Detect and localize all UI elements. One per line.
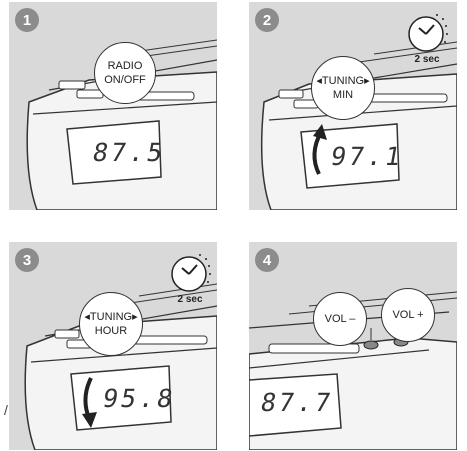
step-2-panel: 2 ◂TUNING▸ MIN 2 sec 97.1: [249, 2, 457, 210]
step-number-badge: 2: [255, 8, 279, 32]
frequency-display: 87.7: [258, 388, 335, 417]
timer-clock-icon: 2 sec: [401, 10, 453, 72]
clock-radio-illustration: [9, 2, 217, 210]
vol-plus-callout: VOL +: [381, 288, 435, 342]
timer-label: 2 sec: [164, 294, 216, 305]
callout-line: RADIO: [108, 59, 143, 73]
callout-line: ◂TUNING▸: [84, 310, 137, 324]
step-number-badge: 4: [255, 248, 279, 272]
callout-line: VOL –: [325, 312, 356, 326]
radio-on-off-callout: RADIO ON/OFF: [94, 42, 156, 104]
callout-line: VOL +: [392, 308, 423, 322]
frequency-display: 95.8: [100, 384, 177, 413]
callout-line: ◂TUNING▸: [316, 74, 369, 88]
timer-clock-icon: 2 sec: [164, 250, 216, 312]
frequency-display: 97.1: [328, 142, 405, 171]
stray-mark: /: [4, 402, 8, 418]
timer-label: 2 sec: [401, 54, 453, 65]
clock-radio-illustration: [249, 242, 457, 450]
tuning-hour-callout: ◂TUNING▸ HOUR: [79, 292, 143, 356]
callout-line: ON/OFF: [104, 73, 146, 87]
tuning-min-callout: ◂TUNING▸ MIN: [311, 56, 375, 120]
vol-minus-callout: VOL –: [313, 292, 367, 346]
step-4-panel: 4 VOL – VOL + 87.7: [249, 242, 457, 450]
step-3-panel: 3 ◂TUNING▸ HOUR 2 sec 95.8: [9, 242, 217, 450]
step-number-badge: 3: [15, 248, 39, 272]
step-1-panel: 1 RADIO ON/OFF 87.5: [9, 2, 217, 210]
callout-line: HOUR: [95, 324, 127, 338]
frequency-display: 87.5: [90, 138, 167, 167]
step-number-badge: 1: [15, 8, 39, 32]
callout-line: MIN: [333, 88, 353, 102]
